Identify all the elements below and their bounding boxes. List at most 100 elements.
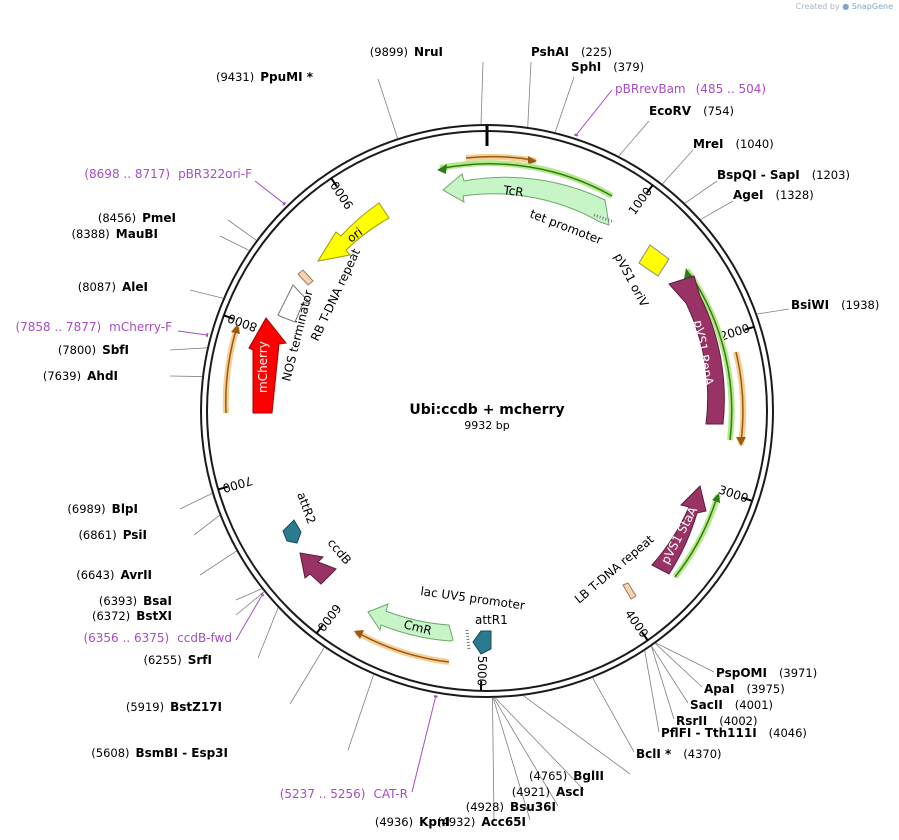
tick-mark-6000 <box>315 624 324 634</box>
primer-range-mcherry-f: (7858 .. 7877) <box>15 320 101 334</box>
site-name-ppumi[interactable]: PpuMI * <box>260 70 314 84</box>
site-name-mrei[interactable]: MreI <box>693 137 723 151</box>
site-leader-14 <box>523 695 631 775</box>
site-pos-sphi: (379) <box>613 60 644 74</box>
site-name-acc65i[interactable]: Acc65I <box>481 815 526 829</box>
features <box>248 173 725 655</box>
site-name-rsrii[interactable]: RsrII <box>676 714 707 728</box>
site-name-psii[interactable]: PsiI <box>123 528 147 542</box>
green-arc-repa-core <box>689 273 733 441</box>
site-name-sacii[interactable]: SacII <box>690 698 723 712</box>
orf-arc-left-head <box>231 324 240 334</box>
feature-cmr[interactable] <box>367 603 454 642</box>
site-name-bsmbi-esp3i[interactable]: BsmBI - Esp3I <box>136 746 228 760</box>
green-arc-repa-head <box>684 268 693 279</box>
site-name-pmei[interactable]: PmeI <box>142 211 176 225</box>
site-name-bglii[interactable]: BglII <box>573 769 604 783</box>
feature-tet-promoter[interactable] <box>593 213 615 224</box>
site-pos-srfi: (6255) <box>144 653 182 667</box>
site-pos-avrii: (6643) <box>76 568 114 582</box>
site-leader-23 <box>235 588 262 601</box>
site-name-maubi[interactable]: MauBI <box>116 227 158 241</box>
feature-rb-tdna-repeat[interactable] <box>297 269 314 286</box>
site-name-bsiwi[interactable]: BsiWI <box>791 298 829 312</box>
tick-mark-2000 <box>744 325 755 331</box>
site-name-alei[interactable]: AleI <box>122 280 148 294</box>
site-leader-18 <box>492 697 495 821</box>
site-name-ecorv[interactable]: EcoRV <box>649 104 692 118</box>
site-leader-7 <box>757 308 790 315</box>
site-pos-blpi: (6989) <box>67 502 105 516</box>
primer-mark-cat-r[interactable] <box>433 695 438 698</box>
orf-arc-right-head <box>736 437 746 446</box>
site-name-pflfi-tth111i[interactable]: PflFI - Tth111I <box>661 726 757 740</box>
orf-arc-bottom-core <box>359 633 450 663</box>
primer-mark-mcherry-f[interactable] <box>205 332 209 338</box>
site-pos-sbfi: (7800) <box>58 343 96 357</box>
site-pos-acc65i: (4932) <box>437 815 475 829</box>
primer-name-pbrrevbam[interactable]: pBRrevBam <box>615 82 686 96</box>
primer-mark-pbrrevbam[interactable] <box>574 133 579 137</box>
feature-pvs1-staa[interactable] <box>651 485 707 575</box>
feature-tcr[interactable] <box>442 173 610 226</box>
backbone-outer-ring <box>200 124 774 698</box>
plasmid-length: 9932 bp <box>464 419 509 432</box>
site-name-sphi[interactable]: SphI <box>571 60 601 74</box>
site-name-bstxi[interactable]: BstXI <box>136 609 172 623</box>
site-name-agei[interactable]: AgeI <box>733 188 763 202</box>
site-name-asci[interactable]: AscI <box>556 785 584 799</box>
primer-name-cat-r[interactable]: CAT-R <box>373 787 408 801</box>
site-leader-31 <box>227 219 257 241</box>
feature-ccdb[interactable] <box>299 552 337 585</box>
site-name-pspomi[interactable]: PspOMI <box>716 666 767 680</box>
feature-pvs1-oriv[interactable] <box>638 244 670 277</box>
feature-lb-tdna-repeat[interactable] <box>622 582 637 600</box>
site-name-sbfi[interactable]: SbfI <box>102 343 129 357</box>
site-pos-mrei: (1040) <box>735 137 773 151</box>
label-rb-tdna-repeat: RB T-DNA repeat <box>308 246 363 343</box>
feature-mcherry[interactable] <box>248 317 287 414</box>
primer-name-mcherry-f[interactable]: mCherry-F <box>109 320 172 334</box>
site-pos-pflfi-tth111i: (4046) <box>769 726 807 740</box>
feature-nos-terminator[interactable] <box>277 284 312 323</box>
site-leader-24 <box>199 550 237 576</box>
site-leader-17 <box>492 697 531 821</box>
site-leader-15 <box>494 697 585 791</box>
site-labels: NruI(9899)PshAI(225)SphI(379)EcoRV(754)M… <box>43 45 880 829</box>
site-leader-4 <box>662 149 694 185</box>
site-name-blpi[interactable]: BlpI <box>112 502 138 516</box>
tick-mark-7000 <box>217 485 229 491</box>
primer-name-ccdb-fwd[interactable]: ccdB-fwd <box>177 631 232 645</box>
plasmid-name: Ubi:ccdb + mcherry <box>409 402 564 418</box>
site-name-bstz17i[interactable]: BstZ17I <box>170 700 222 714</box>
site-name-pshai[interactable]: PshAI <box>531 45 569 59</box>
site-name-ahdi[interactable]: AhdI <box>87 369 118 383</box>
site-name-kpni[interactable]: KpnI <box>419 815 450 829</box>
primer-mark-ccdb-fwd[interactable] <box>260 592 265 597</box>
site-leader-20 <box>289 647 325 705</box>
site-pos-bstz17i: (5919) <box>126 700 164 714</box>
site-name-apai[interactable]: ApaI <box>704 682 734 696</box>
label-cmr: CmR <box>402 617 433 637</box>
feature-ori[interactable] <box>316 202 390 262</box>
site-name-srfi[interactable]: SrfI <box>188 653 212 667</box>
tick-label-8000: 8000 <box>226 311 259 335</box>
site-name-avrii[interactable]: AvrII <box>120 568 152 582</box>
site-leader-9 <box>655 643 703 688</box>
orf-arc-left-core <box>225 329 237 414</box>
site-pos-rsrii: (4002) <box>719 714 757 728</box>
site-leader-3 <box>618 120 650 157</box>
site-name-nrui[interactable]: NruI <box>414 45 443 59</box>
feature-attr1[interactable] <box>472 630 492 655</box>
feature-attr2[interactable] <box>282 519 302 544</box>
primer-mark-pbr322ori-f[interactable] <box>282 201 287 206</box>
site-leader-5 <box>684 180 718 204</box>
primer-name-pbr322ori-f[interactable]: pBR322ori-F <box>178 167 252 181</box>
site-name-bsai[interactable]: BsaI <box>143 594 172 608</box>
site-name-bcli[interactable]: BclI * <box>636 747 672 761</box>
site-name-bsu36i[interactable]: Bsu36I <box>510 800 556 814</box>
site-leader-28 <box>169 347 208 351</box>
feature-pvs1-repa[interactable] <box>668 275 725 425</box>
feature-lac-uv5-promoter[interactable] <box>465 629 471 651</box>
site-name-bspqi-sapi[interactable]: BspQI - SapI <box>717 168 800 182</box>
